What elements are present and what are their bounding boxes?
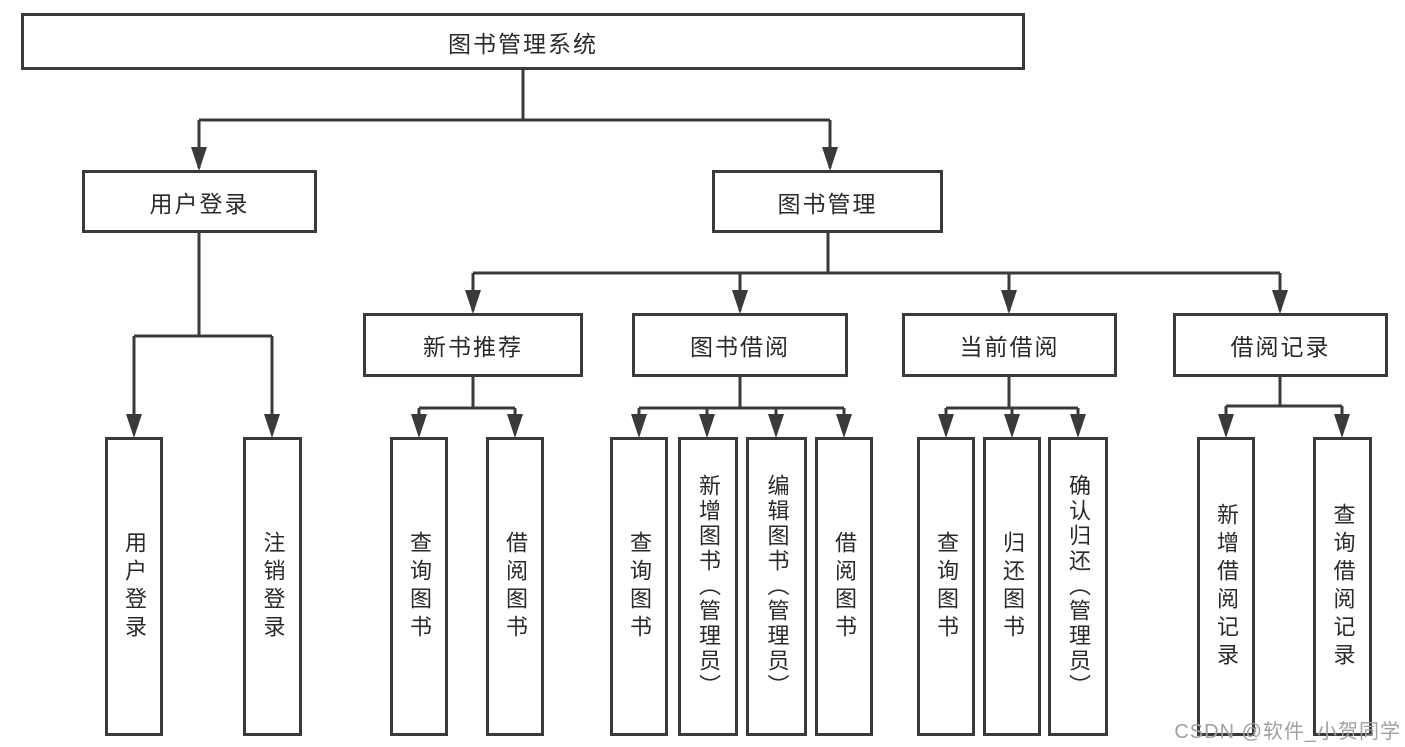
- leaf-add-books-admin-label: 新增图书（管理员）: [696, 474, 721, 699]
- leaf-borrowing-query-books: 查询图书: [610, 437, 668, 736]
- node-current-borrowing: 当前借阅: [902, 313, 1117, 377]
- node-new-book-recommend: 新书推荐: [363, 313, 583, 377]
- leaf-edit-books-admin: 编辑图书（管理员）: [746, 437, 807, 736]
- node-borrowing-records-label: 借阅记录: [1230, 334, 1331, 360]
- node-root: 图书管理系统: [21, 13, 1025, 70]
- node-root-label: 图书管理系统: [448, 30, 598, 57]
- leaf-logout: 注销登录: [243, 437, 302, 736]
- leaf-return-books: 归还图书: [983, 437, 1041, 736]
- leaf-borrowing-borrow-books: 借阅图书: [815, 437, 873, 736]
- leaf-confirm-return-admin-label: 确认归还（管理员）: [1066, 474, 1091, 699]
- csdn-watermark: CSDN @软件_小贺同学: [1174, 721, 1401, 743]
- leaf-borrowing-borrow-books-label: 借阅图书: [832, 530, 857, 643]
- leaf-logout-label: 注销登录: [260, 530, 286, 643]
- leaf-recommend-borrow-books-label: 借阅图书: [503, 530, 528, 643]
- leaf-add-borrow-record-label: 新增借阅记录: [1214, 502, 1239, 671]
- node-user-login-branch-label: 用户登录: [149, 190, 250, 217]
- leaf-recommend-query-books: 查询图书: [390, 437, 448, 736]
- node-book-borrowing: 图书借阅: [632, 313, 848, 377]
- leaf-query-borrow-record-label: 查询借阅记录: [1330, 502, 1356, 671]
- node-borrowing-records: 借阅记录: [1173, 313, 1388, 377]
- leaf-query-borrow-record: 查询借阅记录: [1313, 437, 1372, 736]
- leaf-current-query-books: 查询图书: [917, 437, 975, 736]
- leaf-current-query-books-label: 查询图书: [934, 530, 959, 643]
- leaf-add-books-admin: 新增图书（管理员）: [678, 437, 738, 736]
- connector-paths: [132, 69, 1344, 434]
- leaf-recommend-query-books-label: 查询图书: [407, 530, 432, 643]
- leaf-edit-books-admin-label: 编辑图书（管理员）: [764, 474, 790, 699]
- node-book-management: 图书管理: [712, 170, 943, 233]
- node-book-borrowing-label: 图书借阅: [690, 334, 790, 360]
- leaf-recommend-borrow-books: 借阅图书: [486, 437, 544, 736]
- node-current-borrowing-label: 当前借阅: [959, 334, 1060, 360]
- leaf-return-books-label: 归还图书: [1000, 530, 1025, 643]
- node-book-management-label: 图书管理: [777, 190, 878, 217]
- leaf-user-login-label: 用户登录: [122, 530, 147, 643]
- leaf-user-login: 用户登录: [105, 437, 163, 736]
- node-new-book-recommend-label: 新书推荐: [423, 334, 523, 360]
- leaf-borrowing-query-books-label: 查询图书: [627, 530, 652, 643]
- leaf-confirm-return-admin: 确认归还（管理员）: [1048, 437, 1108, 736]
- leaf-add-borrow-record: 新增借阅记录: [1197, 437, 1255, 736]
- node-user-login-branch: 用户登录: [82, 170, 317, 233]
